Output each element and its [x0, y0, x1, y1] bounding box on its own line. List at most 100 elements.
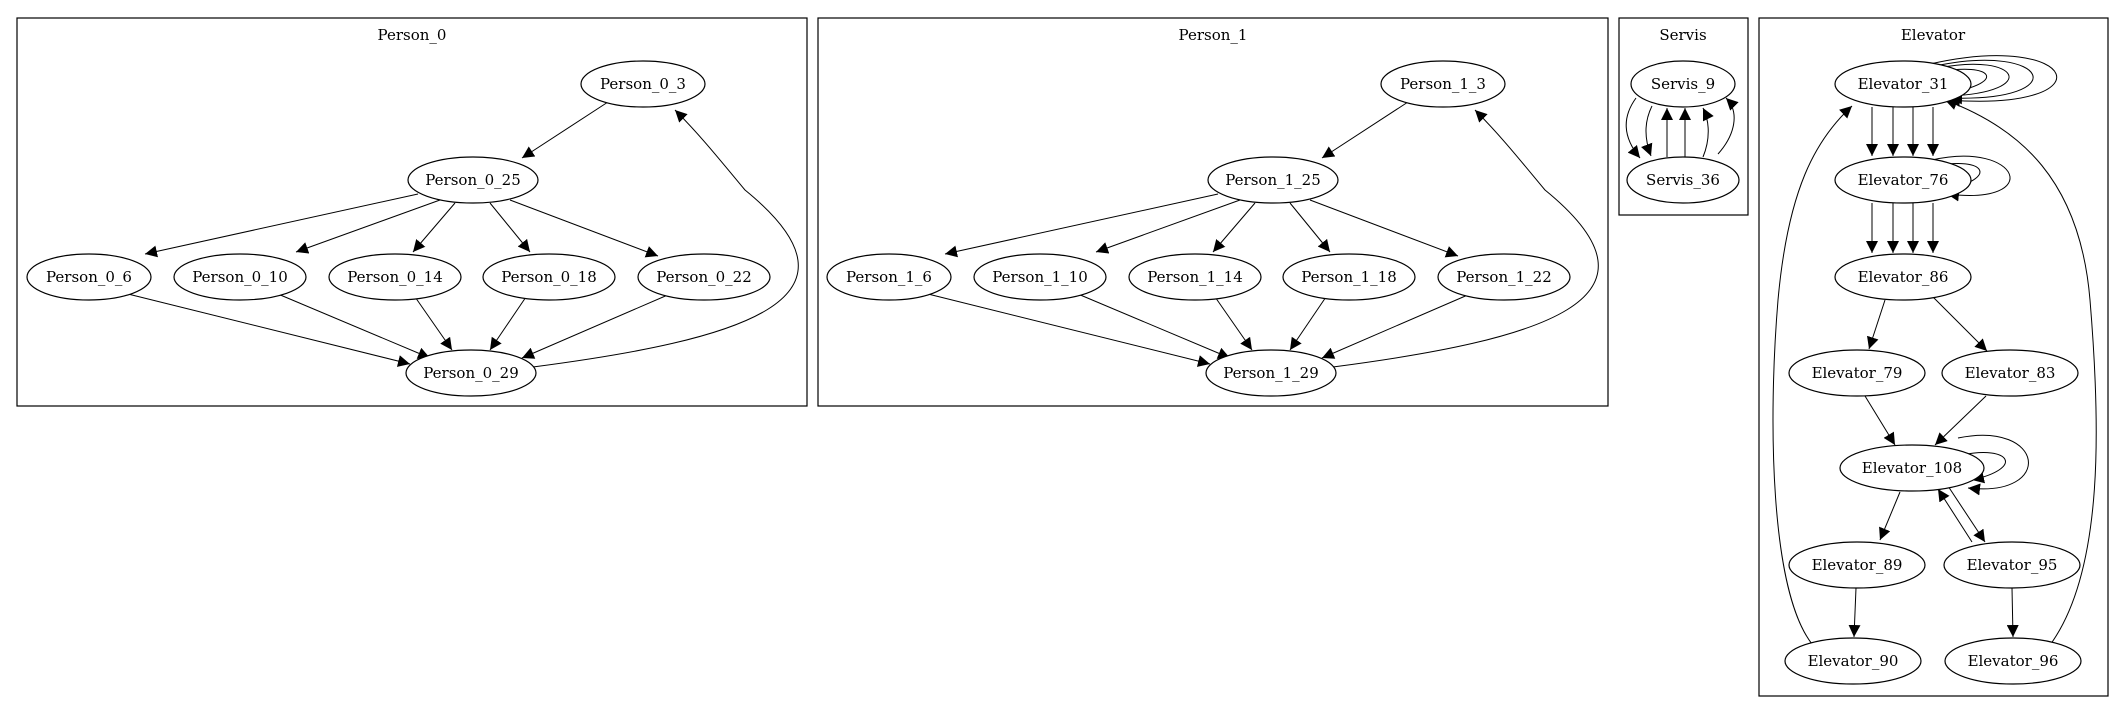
edge-e89-to-e90	[1848, 587, 1861, 638]
node-elevator-86[interactable]: Elevator_86	[1834, 253, 1972, 301]
edge-s9-to-s36-a	[1625, 97, 1641, 159]
node-elevator-76[interactable]: Elevator_76	[1834, 156, 1972, 204]
cluster-servis: Servis Servis_9 Servis_36	[1618, 17, 1749, 216]
node-elevator-89[interactable]: Elevator_89	[1788, 541, 1926, 589]
edge-p0-3-to-25	[521, 101, 609, 159]
node-person-1-3[interactable]: Person_1_3	[1380, 60, 1506, 108]
svg-text:Elevator_79: Elevator_79	[1812, 364, 1903, 382]
svg-text:Person_0_3: Person_0_3	[600, 75, 686, 93]
svg-text:Elevator_31: Elevator_31	[1858, 75, 1949, 93]
cluster-servis-label: Servis	[1659, 26, 1706, 44]
svg-text:Person_1_3: Person_1_3	[1400, 75, 1486, 93]
svg-text:Person_1_18: Person_1_18	[1301, 268, 1397, 286]
edge-e108-to-e95	[1947, 485, 1986, 543]
cluster-elevator-label: Elevator	[1901, 26, 1966, 44]
edge-p1-6-to-29	[927, 293, 1211, 367]
edge-p0-18-to-29	[489, 293, 529, 351]
edge-p1-10-to-29	[1077, 293, 1231, 359]
node-servis-9[interactable]: Servis_9	[1630, 60, 1736, 108]
node-person-1-6[interactable]: Person_1_6	[826, 253, 952, 301]
node-person-1-10[interactable]: Person_1_10	[973, 253, 1107, 301]
node-person-1-18[interactable]: Person_1_18	[1282, 253, 1416, 301]
node-person-0-10[interactable]: Person_0_10	[173, 253, 307, 301]
edge-e95-to-e96	[2006, 587, 2019, 638]
edge-e31-self-c	[1934, 59, 2034, 105]
node-person-0-6[interactable]: Person_0_6	[26, 253, 152, 301]
svg-text:Person_0_14: Person_0_14	[347, 268, 443, 286]
edge-p1-25-to-22	[1309, 199, 1459, 258]
svg-text:Person_1_6: Person_1_6	[846, 268, 932, 286]
svg-text:Elevator_83: Elevator_83	[1965, 364, 2056, 382]
node-person-0-22[interactable]: Person_0_22	[637, 253, 771, 301]
edge-p1-18-to-29	[1289, 293, 1329, 351]
node-person-0-14[interactable]: Person_0_14	[328, 253, 462, 301]
node-person-0-29[interactable]: Person_0_29	[405, 349, 537, 397]
edge-e86-to-e83	[1931, 295, 1988, 352]
cluster-elevator: Elevator	[1758, 17, 2109, 697]
edge-p1-29-to-3	[1332, 109, 1599, 368]
edge-e31-self-d	[1929, 55, 2058, 107]
svg-text:Person_0_25: Person_0_25	[425, 171, 521, 189]
svg-text:Person_0_18: Person_0_18	[501, 268, 597, 286]
svg-text:Person_1_10: Person_1_10	[992, 268, 1088, 286]
svg-text:Elevator_95: Elevator_95	[1967, 556, 2058, 574]
edge-p0-22-to-29	[521, 293, 671, 359]
edge-p0-10-to-29	[277, 293, 431, 359]
node-elevator-108[interactable]: Elevator_108	[1839, 444, 1985, 492]
node-person-0-3[interactable]: Person_0_3	[580, 60, 706, 108]
node-elevator-96[interactable]: Elevator_96	[1944, 637, 2082, 685]
edge-e90-to-e31	[1772, 105, 1853, 645]
edge-p1-25-to-6	[944, 193, 1219, 258]
edge-p1-25-to-18	[1289, 202, 1331, 253]
edge-e108-self-b	[1957, 434, 2029, 496]
node-person-1-25[interactable]: Person_1_25	[1207, 156, 1339, 204]
edge-p1-25-to-10	[1095, 199, 1241, 254]
svg-text:Person_0_10: Person_0_10	[192, 268, 288, 286]
svg-text:Elevator_96: Elevator_96	[1968, 652, 2059, 670]
edge-s9-to-s36-b	[1641, 105, 1653, 157]
edge-p1-22-to-29	[1321, 293, 1471, 359]
svg-text:Person_1_22: Person_1_22	[1456, 268, 1552, 286]
node-elevator-95[interactable]: Elevator_95	[1943, 541, 2081, 589]
cluster-person-1-label: Person_1	[1179, 26, 1248, 44]
edge-p0-25-to-18	[489, 202, 531, 253]
svg-text:Servis_36: Servis_36	[1646, 171, 1720, 189]
edge-p1-25-to-14	[1212, 202, 1256, 253]
edge-p0-25-to-22	[509, 199, 659, 258]
node-elevator-79[interactable]: Elevator_79	[1788, 349, 1926, 397]
edge-p0-25-to-10	[295, 199, 441, 254]
node-elevator-31[interactable]: Elevator_31	[1834, 60, 1972, 108]
edge-p1-14-to-29	[1212, 293, 1253, 351]
node-person-0-18[interactable]: Person_0_18	[482, 253, 616, 301]
svg-text:Person_0_22: Person_0_22	[656, 268, 752, 286]
cluster-person-0: Person_0 Person_0_3 Person_0_25 Person_0…	[16, 17, 808, 407]
node-person-1-29[interactable]: Person_1_29	[1205, 349, 1337, 397]
node-servis-36[interactable]: Servis_36	[1626, 156, 1740, 204]
edge-e96-to-e31	[1944, 98, 2097, 646]
edge-e76-self-b	[1931, 155, 2011, 202]
edge-s36-to-s9-c	[1702, 107, 1714, 158]
node-person-0-25[interactable]: Person_0_25	[407, 156, 539, 204]
node-person-1-14[interactable]: Person_1_14	[1128, 253, 1262, 301]
edge-e79-to-e108	[1864, 395, 1896, 446]
node-person-1-22[interactable]: Person_1_22	[1437, 253, 1571, 301]
edge-e108-to-e89	[1879, 491, 1901, 541]
svg-text:Person_1_14: Person_1_14	[1147, 268, 1243, 286]
edge-p1-3-to-25	[1321, 101, 1409, 159]
edge-e31-self-b	[1937, 63, 2010, 102]
edge-p0-25-to-14	[412, 202, 456, 253]
edge-e83-to-e108	[1934, 395, 1987, 446]
edge-p0-29-to-3	[532, 109, 799, 368]
node-elevator-90[interactable]: Elevator_90	[1784, 637, 1922, 685]
edge-p0-25-to-6	[144, 193, 419, 258]
node-elevator-83[interactable]: Elevator_83	[1941, 349, 2079, 397]
svg-text:Person_0_29: Person_0_29	[423, 364, 519, 382]
edge-e108-self-a	[1961, 452, 2006, 484]
cluster-person-1: Person_1 Person_1_3 Person_1_25 Person_1…	[817, 17, 1609, 407]
svg-text:Person_1_25: Person_1_25	[1225, 171, 1321, 189]
svg-text:Person_1_29: Person_1_29	[1223, 364, 1319, 382]
svg-text:Elevator_89: Elevator_89	[1812, 556, 1903, 574]
svg-text:Person_0_6: Person_0_6	[46, 268, 132, 286]
svg-text:Elevator_86: Elevator_86	[1858, 268, 1949, 286]
edge-p0-14-to-29	[412, 293, 453, 351]
